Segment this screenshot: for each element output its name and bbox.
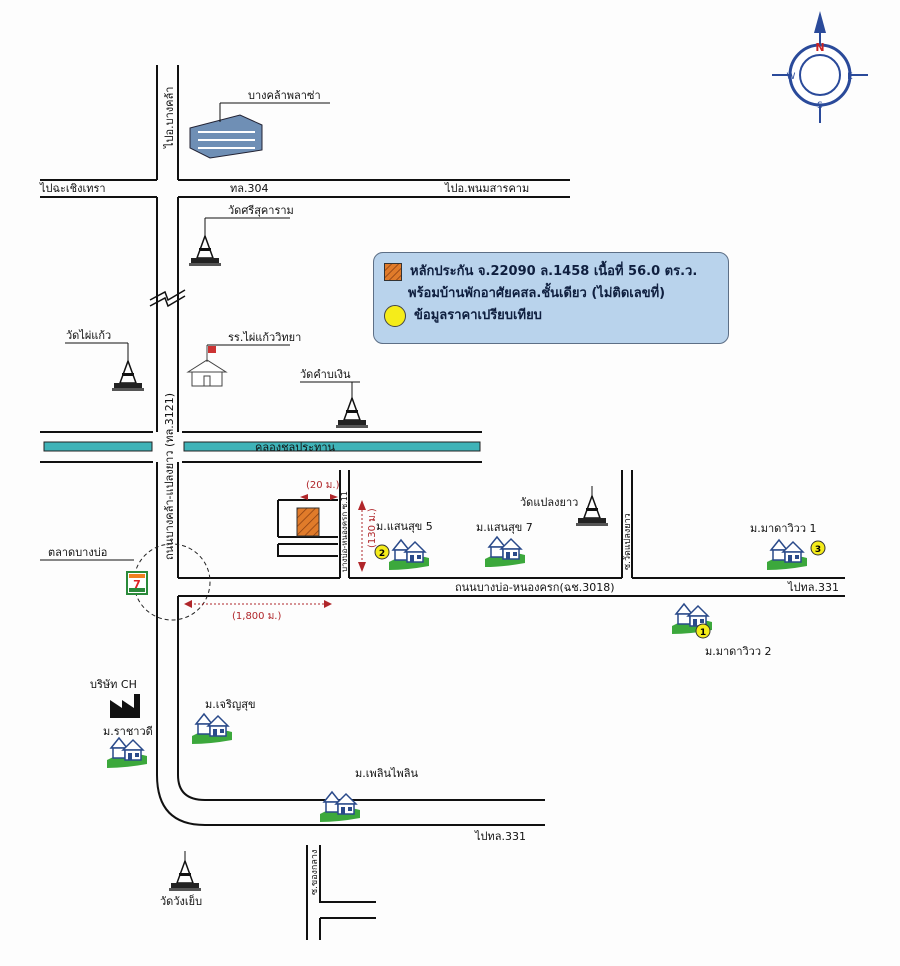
seven-eleven-icon: 7 [126, 571, 148, 595]
label-bangbo-road: ถนนบางบ่อ-หนองครก(ฉช.3018) [455, 581, 615, 594]
label-wat-plaeng: วัดแปลงยาว [520, 496, 578, 509]
svg-text:(130 ม.): (130 ม.) [367, 508, 378, 548]
label-to-hl331-bottom: ไปทล.331 [474, 830, 526, 843]
village-house-icon [319, 791, 361, 823]
label-market: ตลาดบางบ่อ [48, 546, 107, 559]
comparable-marker-1[interactable]: 1 [695, 623, 711, 639]
label-soi-bottom: ซ.ของกลาง [310, 850, 320, 895]
temple-icon [168, 850, 202, 892]
compass-icon: N S W E [772, 11, 868, 123]
label-soi11: บางบ่อ-หนองครก ซ.11 [340, 491, 349, 572]
distance-20m: (20 ม.) [300, 480, 340, 500]
label-to-chachoengsao: ไปฉะเชิงเทรา [39, 182, 106, 195]
svg-text:3: 3 [815, 545, 821, 555]
svg-text:2: 2 [379, 549, 385, 559]
label-saensuk5: ม.แสนสุข 5 [376, 520, 433, 533]
label-wat-phai: วัดไผ่แก้ว [66, 329, 111, 342]
label-school: รร.ไผ่แก้ววิทยา [228, 331, 301, 344]
label-wat-kham: วัดคำบเงิน [300, 368, 351, 381]
label-racha: ม.ราชาวดี [103, 725, 153, 738]
label-plaza: บางคล้าพลาซ่า [248, 89, 321, 102]
label-phloen: ม.เพลินไพลิน [355, 767, 419, 780]
comparable-marker-2[interactable]: 2 [374, 544, 390, 560]
svg-text:(20 ม.): (20 ม.) [306, 480, 340, 491]
svg-text:N: N [815, 41, 824, 54]
temple-icon [575, 485, 609, 527]
label-soi-wat: ซ.วัดแปลงยาว [623, 513, 633, 570]
svg-text:E: E [847, 72, 853, 82]
legend-collateral-line2: พร้อมบ้านพักอาศัยคสล.ชั้นเดียว (ไม่ติดเล… [408, 286, 666, 301]
school-icon [186, 345, 228, 387]
label-mada1: ม.มาดาวิวว 1 [750, 522, 817, 535]
svg-text:1: 1 [700, 628, 706, 638]
label-canal: คลองชลประทาน [255, 441, 336, 454]
svg-text:S: S [817, 101, 823, 111]
village-house-icon [766, 539, 808, 571]
svg-text:7: 7 [133, 578, 141, 591]
label-to-bangkhla: ไปอ.บางคล้า [163, 87, 176, 149]
map-legend: หลักประกัน จ.22090 ล.1458 เนื้อที่ 56.0 … [373, 252, 729, 344]
label-wat-si: วัดศรีสุคาราม [228, 204, 294, 217]
label-hl304: ทล.304 [230, 182, 268, 195]
label-to-phanom: ไปอ.พนมสารคาม [444, 182, 529, 195]
distance-1800m: (1,800 ม.) [184, 600, 332, 622]
road-main-3121 [149, 65, 545, 826]
temple-icon [335, 387, 369, 429]
label-mada2: ม.มาดาวิวว 2 [705, 645, 772, 658]
temple-icon [188, 225, 222, 267]
comparable-marker-3[interactable]: 3 [810, 540, 826, 556]
legend-collateral-line1: หลักประกัน จ.22090 ล.1458 เนื้อที่ 56.0 … [410, 264, 698, 279]
label-wat-wang: วัดวังเย็บ [160, 894, 202, 908]
svg-text:W: W [787, 72, 796, 82]
road-hl304 [40, 179, 570, 198]
side-roads [277, 470, 633, 940]
distance-130m: (130 ม.) [358, 500, 378, 572]
label-saensuk7: ม.แสนสุข 7 [476, 521, 533, 534]
temple-icon [111, 350, 145, 392]
village-house-icon [191, 713, 233, 745]
building-icon [189, 102, 330, 159]
label-to-hl331-right: ไปทล.331 [787, 581, 839, 594]
canal [40, 431, 482, 463]
village-house-icon [484, 536, 526, 568]
road-bangbo [178, 577, 845, 597]
village-house-icon [106, 737, 148, 769]
factory-icon [110, 694, 140, 718]
svg-text:(1,800 ม.): (1,800 ม.) [232, 611, 281, 622]
collateral-swatch [384, 263, 402, 281]
label-company: บริษัท CH [90, 678, 137, 691]
label-main-road: ถนนบางคล้า-แปลงยาว (ทล.3121) [163, 393, 176, 560]
label-charoen: ม.เจริญสุข [205, 698, 255, 711]
comparable-swatch [384, 305, 406, 327]
village-house-icon [388, 539, 430, 571]
legend-comparable: ข้อมูลราคาเปรียบเทียบ [414, 308, 542, 323]
collateral-plot[interactable] [296, 507, 320, 537]
